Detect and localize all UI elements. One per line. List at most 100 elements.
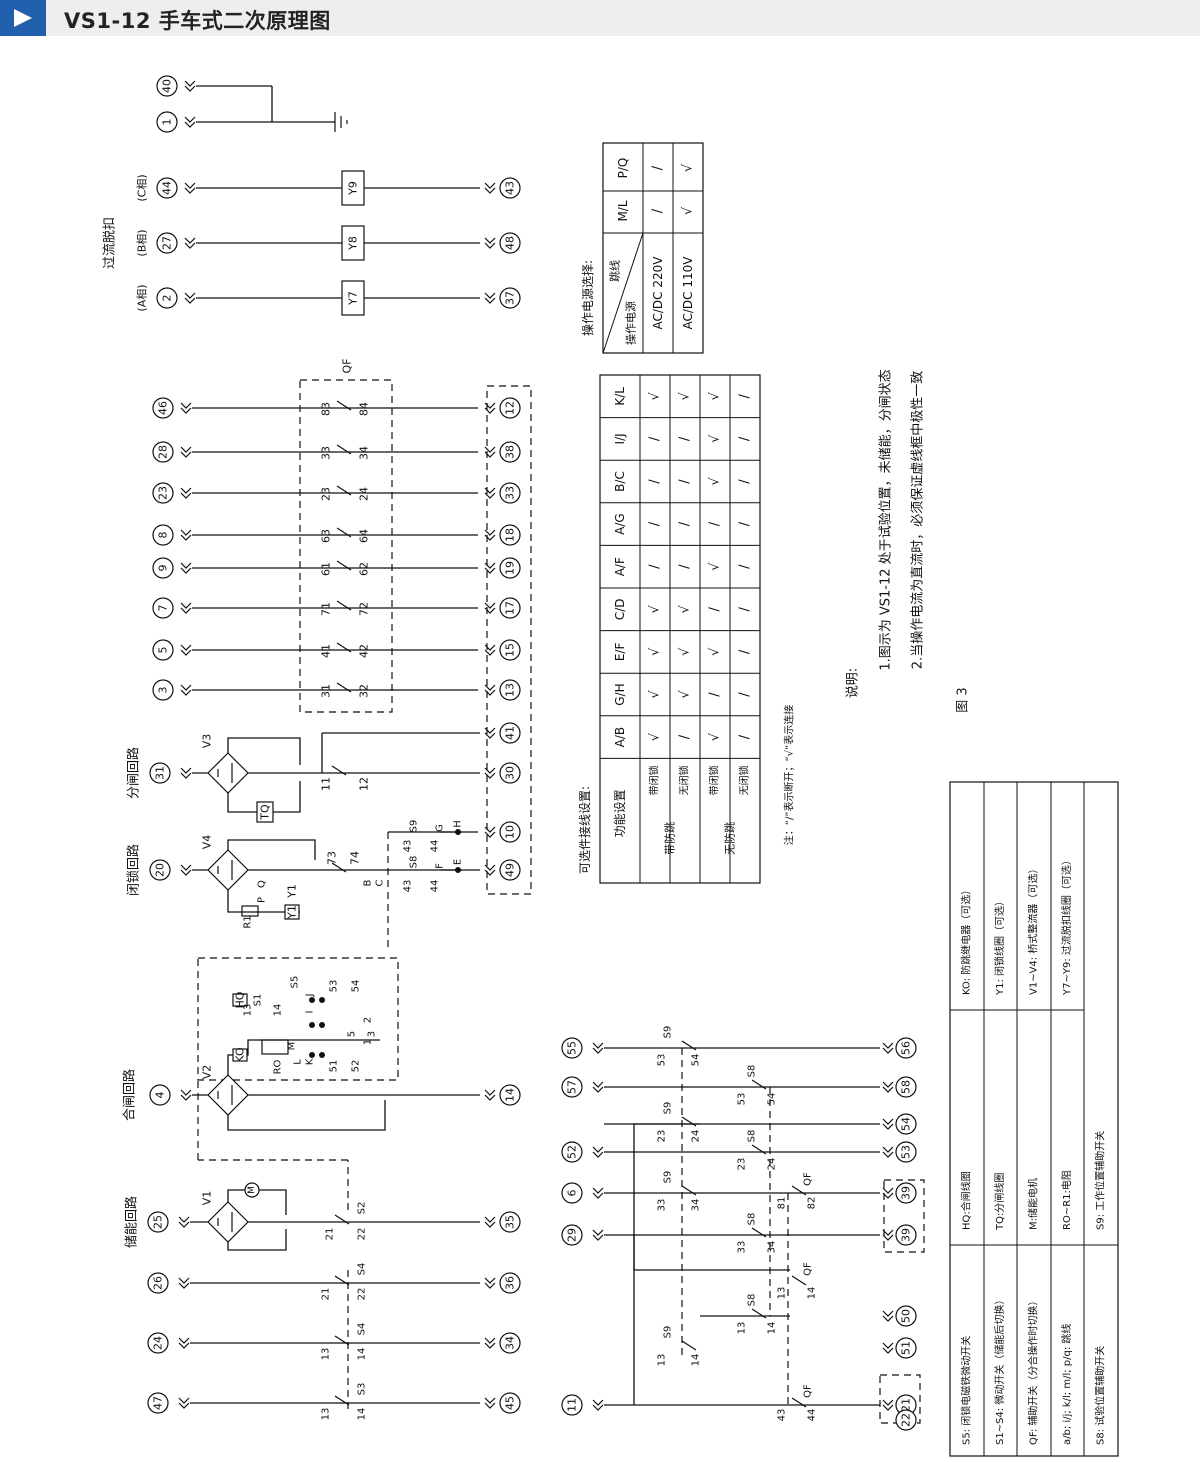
terminal-26-label: 26: [152, 1276, 165, 1290]
terminal-58-label: 58: [900, 1080, 913, 1094]
label: 21: [325, 1228, 336, 1241]
legend-left-item: a/b; i/j; k/l; m/l; p/q: 跳线: [1060, 1324, 1073, 1445]
plug-connector: [178, 1397, 190, 1409]
terminal-11-label: 11: [566, 1398, 579, 1412]
bridge-v2: [207, 1074, 249, 1116]
label: G: [435, 824, 446, 832]
terminal-29-label: 29: [566, 1228, 579, 1242]
legend-right-item: Y7~Y9: 过流脱扣线圈（可选）: [1060, 855, 1073, 996]
note-2: 2.当操作电流为直流时，必须保证虚线框中极性一致: [910, 371, 926, 669]
label: /: [708, 606, 723, 611]
label: S9: [409, 820, 420, 833]
qf-contact-label: 72: [358, 602, 371, 616]
plug-connector: [180, 402, 192, 414]
qf-contact-label: 42: [358, 644, 371, 658]
terminal-7-label: 7: [157, 605, 170, 612]
bridge-v4: [207, 849, 249, 891]
plug-connector: [180, 602, 192, 614]
terminal-38-label: 38: [504, 445, 517, 459]
label: 13: [657, 1354, 668, 1367]
terminal-18-label: 18: [504, 528, 517, 542]
plug-connector: [484, 1277, 496, 1289]
terminal-38: [499, 441, 521, 463]
terminal-1: [156, 111, 178, 133]
terminal-50-label: 50: [900, 1309, 913, 1323]
label: 53: [737, 1093, 748, 1106]
qf-contact-label: 62: [358, 562, 371, 576]
terminal-51-label: 51: [900, 1341, 913, 1355]
label: 12: [358, 777, 371, 791]
qf-contact-83: [336, 400, 352, 411]
terminal-48-label: 48: [504, 236, 517, 250]
terminal-45-label: 45: [504, 1396, 517, 1410]
plug-connector: [882, 1187, 894, 1199]
contact: [791, 1185, 807, 1196]
terminal-17-label: 17: [504, 601, 517, 615]
terminal-1-label: 1: [161, 119, 174, 126]
coil-y7-label: Y7: [347, 291, 360, 306]
terminal-31-label: 31: [154, 766, 167, 780]
label: B: [363, 879, 374, 886]
terminal-6-label: 6: [566, 1190, 579, 1197]
plug-connector: [484, 1337, 496, 1349]
terminal-39-label: 39: [900, 1228, 913, 1242]
label: 52: [351, 1060, 362, 1073]
contact-s2: [334, 1214, 350, 1225]
power-row-label: AC/DC 220V: [651, 256, 665, 330]
plug-connector: [484, 292, 496, 304]
plug-connector: [882, 1342, 894, 1354]
terminal-23-label: 23: [157, 486, 170, 500]
label: Q: [257, 880, 268, 888]
label: √: [708, 732, 723, 741]
plug-connector: [484, 182, 496, 194]
coil-ko: [232, 1048, 248, 1062]
terminal-25: [147, 1211, 169, 1233]
coil-hq: [232, 993, 248, 1007]
plug-connector: [178, 1337, 190, 1349]
terminal-21-label: 21: [900, 1398, 913, 1412]
terminal-20-label: 20: [154, 863, 167, 877]
label: /: [678, 564, 693, 569]
bridge-v1: [207, 1201, 249, 1243]
qf-contact-31: [336, 682, 352, 693]
coil-y9-label: Y9: [347, 181, 360, 196]
terminal-31: [149, 762, 171, 784]
label: 22: [357, 1228, 368, 1241]
terminal-12: [499, 397, 521, 419]
label: 23: [737, 1158, 748, 1171]
legend-left-item: S5: 闭锁电磁铁微动开关: [960, 1336, 973, 1445]
plug-connector: [180, 487, 192, 499]
label: 1: [363, 1039, 374, 1045]
plug-connector: [484, 402, 496, 414]
label: S8: [747, 1294, 758, 1307]
terminal-34-label: 34: [504, 1336, 517, 1350]
closing-dashed-frame: [197, 957, 399, 1081]
qf-contact-33: [336, 444, 352, 455]
contact-73-74: [331, 862, 347, 873]
terminal-37-label: 37: [504, 291, 517, 305]
option-group-label: 无防跳: [723, 822, 737, 855]
label: 74: [349, 851, 362, 865]
plug-connector: [592, 1081, 604, 1093]
label: M/L: [616, 200, 630, 221]
label: √: [708, 391, 723, 400]
label: 34: [691, 1199, 702, 1212]
label: S9: [663, 1102, 674, 1115]
terminal-46-label: 46: [157, 401, 170, 415]
plug-connector: [484, 237, 496, 249]
terminal-53-label: 53: [900, 1145, 913, 1159]
coil-tq: [256, 801, 274, 823]
plug-connector: [484, 826, 496, 838]
label: /: [678, 521, 693, 526]
plug-connector: [882, 1118, 894, 1130]
plug-connector: [180, 562, 192, 574]
plug-connector: [184, 182, 196, 194]
label: √: [648, 647, 663, 656]
qf-contact-label: 84: [358, 402, 371, 416]
plug-connector: [484, 1397, 496, 1409]
terminal-43: [499, 177, 521, 199]
label: L: [293, 1059, 304, 1065]
coil-y9: [341, 170, 365, 206]
label: √: [708, 477, 723, 486]
terminal-2: [156, 287, 178, 309]
